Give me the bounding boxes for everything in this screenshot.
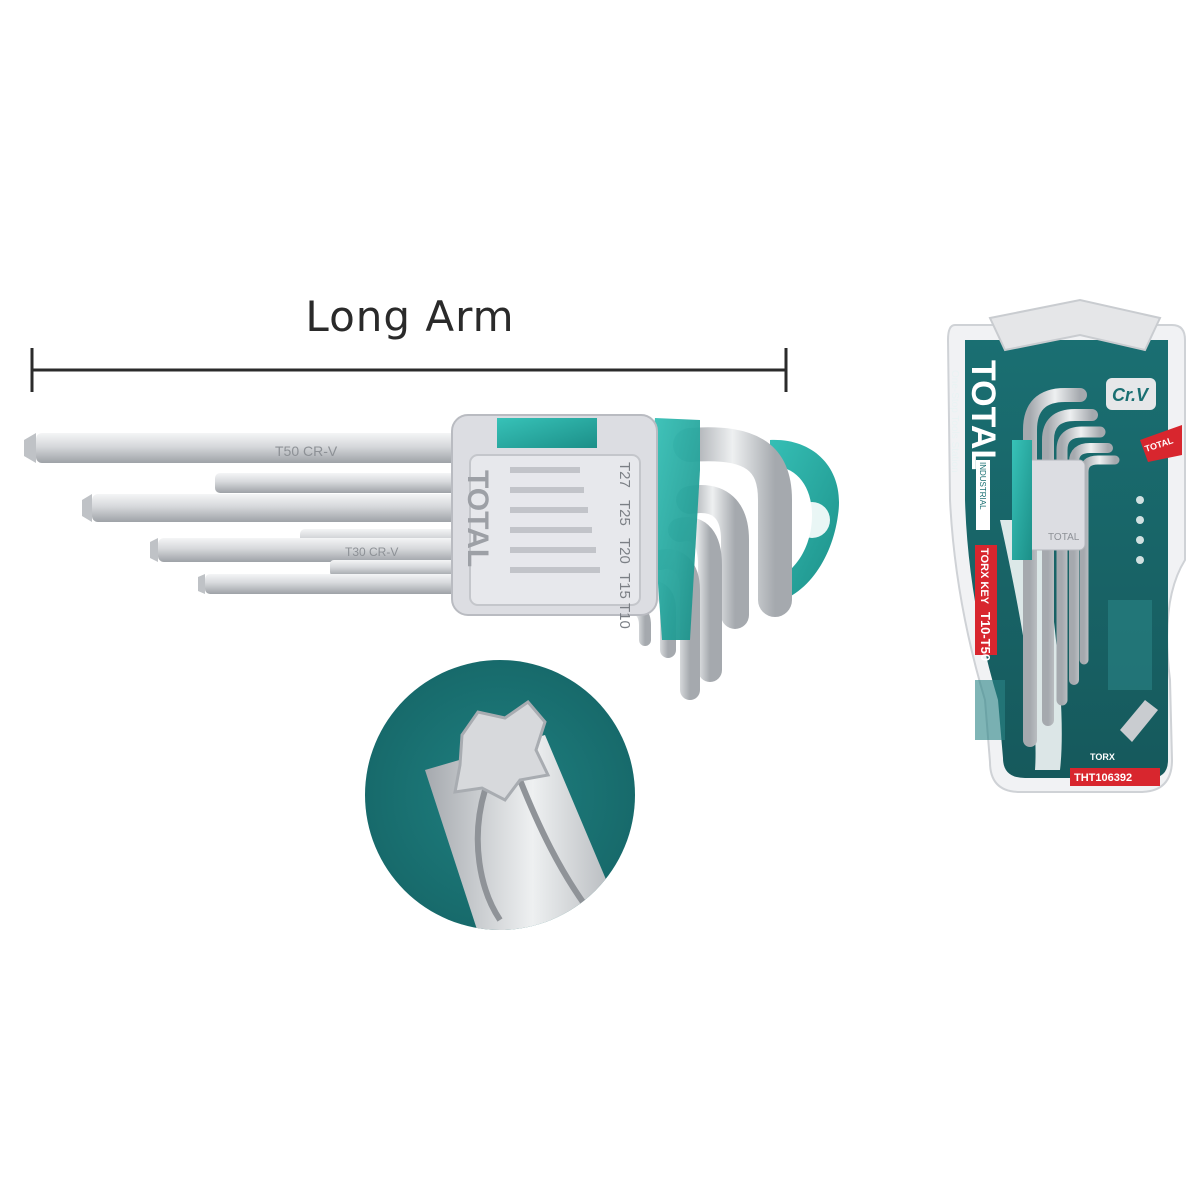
holder-size-label: T25 (616, 500, 633, 526)
dimension-line (30, 348, 788, 392)
torx-tip-closeup (365, 660, 635, 930)
holder-brand-logo: TOTAL (461, 470, 494, 567)
package-slogan: One-Stop Tools Station (949, 370, 960, 473)
model-number: THT106392 (1074, 772, 1132, 784)
hanger-hook (760, 439, 840, 605)
shaft-marking-2: T30 CR-V (345, 545, 398, 559)
retail-package: TOTAL TOTAL One-Stop Tools Station INDUS… (946, 298, 1186, 793)
industrial-tag: INDUSTRIAL (978, 462, 987, 510)
tip-label: TORX (1090, 752, 1115, 762)
holder-size-label: T10 (616, 603, 633, 629)
holder-size-label: T15 (616, 573, 633, 599)
key-holder: TOTAL T27 T25 T20 T15 T10 (451, 414, 658, 629)
holder-size-label: T20 (616, 538, 633, 564)
product-title-prefix: TORX KEY (978, 548, 990, 605)
torx-key-set: T50 CR-V T30 CR-V (24, 414, 840, 700)
package-brand-logo: TOTAL (964, 360, 1002, 470)
long-arm-label: Long Arm (305, 292, 515, 341)
shaft-marking-1: T50 CR-V (275, 443, 338, 459)
material-badge: Cr.V (1112, 385, 1150, 405)
product-range: T10-T50 (978, 612, 993, 661)
pack-holder-logo: TOTAL (1048, 532, 1080, 543)
holder-size-label: T27 (616, 462, 633, 488)
long-shafts (24, 433, 466, 594)
